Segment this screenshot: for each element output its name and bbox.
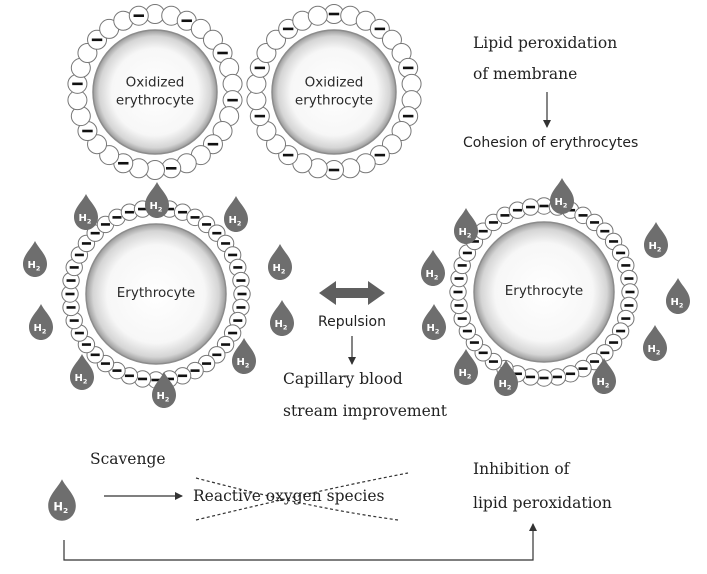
h2-droplet-icon: H2: [29, 304, 53, 340]
negative-charge-bead: [232, 298, 250, 317]
erythrocyte-2-label: Erythrocyte: [504, 283, 584, 300]
negative-charge-bead: [450, 269, 468, 288]
erythrocyte-2: [449, 197, 639, 387]
oxidized-erythrocyte-2: [246, 4, 422, 180]
cell-body: [473, 221, 615, 363]
negative-charge-bead: [249, 57, 270, 78]
cell-body: [271, 29, 397, 155]
cell-body: [85, 223, 227, 365]
erythrocyte-1: [61, 199, 251, 389]
oxidized-cell-2-label: Oxidized erythrocyte: [294, 74, 374, 108]
cohesion-text: Cohesion of erythrocytes: [463, 135, 639, 151]
repulsion-text: Repulsion: [318, 314, 386, 330]
h2-droplet-icon: H2: [268, 244, 292, 280]
h2-droplet-icon: H2: [454, 208, 478, 244]
erythrocyte-1-label: Erythrocyte: [116, 285, 196, 302]
repulsion-double-arrow: [319, 281, 385, 305]
h2-droplet-icon: H2: [550, 178, 574, 214]
h2-droplet-icon: H2: [592, 358, 616, 394]
lipid-peroxidation-text-2: of membrane: [473, 65, 578, 83]
negative-charge-bead: [62, 298, 80, 317]
connector-h2-to-inhibition: [63, 523, 537, 561]
scavenge-text: Scavenge: [90, 450, 166, 468]
negative-charge-bead: [232, 271, 250, 290]
inhibition-text-2: lipid peroxidation: [473, 494, 612, 512]
h2-droplet-icon: H2: [454, 349, 478, 385]
oxidized-cell-1-label: Oxidized erythrocyte: [115, 74, 195, 108]
h2-droplet-icon: H2: [232, 338, 256, 374]
h2-droplet-icon: H2: [70, 354, 94, 390]
h2-droplet-icon: H2: [145, 182, 169, 218]
h2-droplet-icon: H2: [644, 222, 668, 258]
cell-body: [92, 29, 218, 155]
negative-charge-bead: [77, 121, 98, 141]
h2-droplet-icon: H2: [643, 325, 667, 361]
inhibition-text-1: Inhibition of: [473, 460, 570, 478]
negative-charge-bead: [61, 285, 79, 303]
oxidized-erythrocyte-1: [67, 4, 243, 180]
negative-charge-bead: [398, 57, 419, 78]
negative-charge-bead: [128, 5, 149, 26]
h2-scavenger-droplet-icon: H2: [48, 479, 76, 521]
h2-droplet-icon: H2: [494, 360, 518, 396]
h2-droplet-icon: H2: [224, 196, 248, 232]
h2-droplet-icon: H2: [421, 250, 445, 286]
capillary-text-1: Capillary blood: [283, 370, 403, 388]
lipid-peroxidation-text-1: Lipid peroxidation: [473, 34, 618, 52]
ros-text: Reactive oxygen species: [193, 487, 385, 505]
h2-droplet-icon: H2: [270, 300, 294, 336]
h2-droplet-icon: H2: [666, 278, 690, 314]
h2-droplet-icon: H2: [23, 241, 47, 277]
h2-droplet-icon: H2: [152, 372, 176, 408]
membrane-bead: [307, 5, 328, 26]
cells-layer: [61, 4, 639, 389]
h2-droplet-icon: H2: [74, 194, 98, 230]
capillary-text-2: stream improvement: [283, 402, 447, 420]
negative-charge-bead: [521, 198, 540, 216]
negative-charge-bead: [450, 296, 468, 315]
h2-droplet-icon: H2: [422, 304, 446, 340]
